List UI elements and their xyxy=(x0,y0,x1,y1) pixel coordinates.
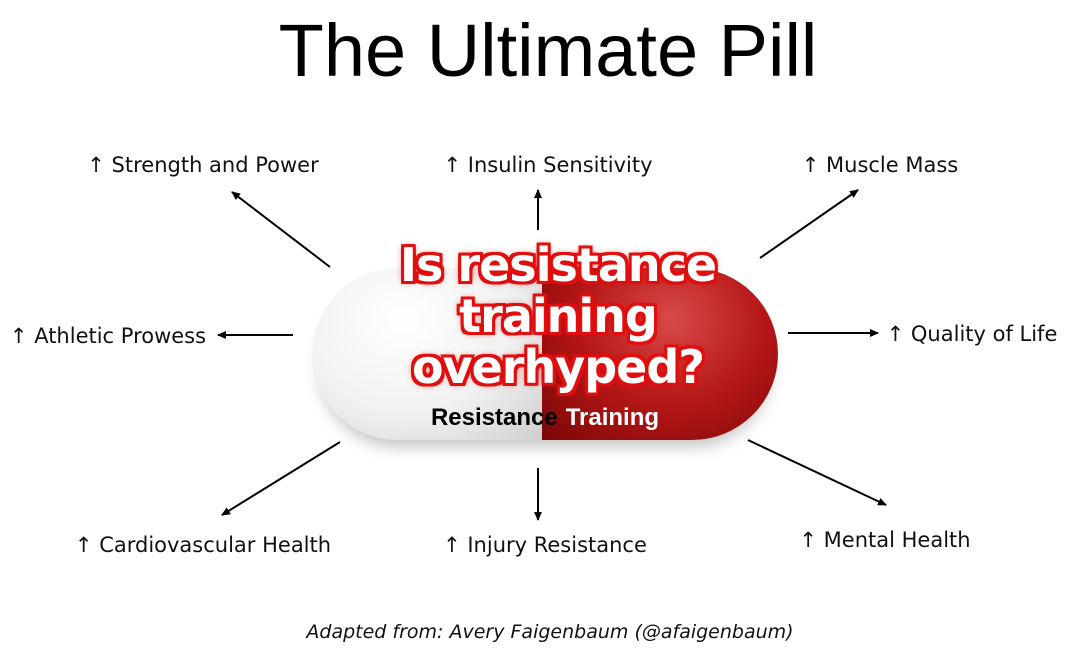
benefit-cardio: ↑ Cardiovascular Health xyxy=(74,533,332,557)
overlay-line: overhyped? xyxy=(412,340,705,394)
pill-label: Resistance Training xyxy=(312,404,778,432)
page-title: The Ultimate Pill xyxy=(278,9,818,92)
pill-image: Resistance Training xyxy=(312,268,778,440)
pill-label-left: Resistance xyxy=(430,404,558,431)
overlay-line: Is resistance xyxy=(399,238,717,292)
arrow-cardio xyxy=(221,441,341,516)
overlay-caption: Is resistance training overhyped? xyxy=(399,238,717,394)
benefit-mental: ↑ Mental Health xyxy=(799,528,971,552)
benefit-muscle: ↑ Muscle Mass xyxy=(801,153,959,177)
pill-red-half xyxy=(542,268,778,440)
overlay-line: training xyxy=(459,289,658,343)
pill-label-right: Training xyxy=(565,404,660,431)
attribution: Adapted from: Avery Faigenbaum (@afaigen… xyxy=(306,621,794,643)
benefit-strength: ↑ Strength and Power xyxy=(87,153,319,177)
pill-white-half xyxy=(312,268,542,440)
arrow-mental xyxy=(747,439,887,506)
benefit-insulin: ↑ Insulin Sensitivity xyxy=(443,153,653,177)
benefit-quality: ↑ Quality of Life xyxy=(886,322,1058,346)
arrow-muscle xyxy=(759,189,859,259)
benefit-injury: ↑ Injury Resistance xyxy=(443,533,647,557)
benefit-athletic: ↑ Athletic Prowess xyxy=(9,324,207,348)
arrow-strength xyxy=(231,191,331,268)
